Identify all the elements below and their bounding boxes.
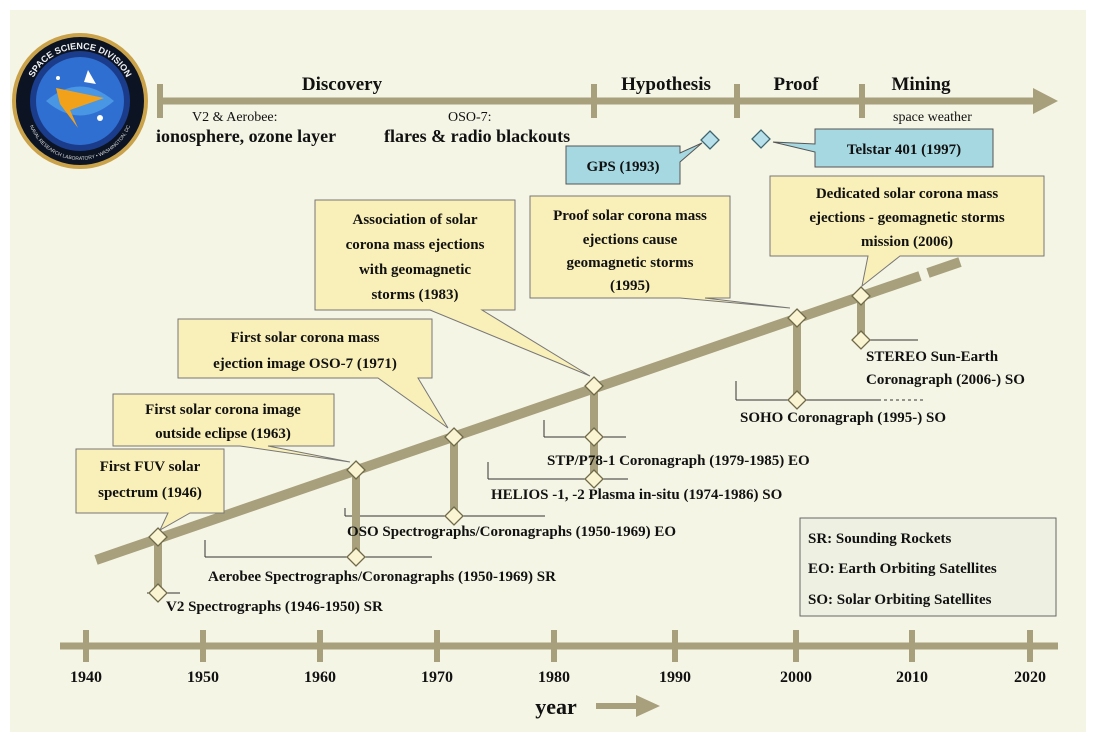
callout-1983-line3: with geomagnetic xyxy=(359,262,471,278)
callout-1995-line2: ejections cause xyxy=(583,232,678,248)
callout-2006-line3: mission (2006) xyxy=(861,234,953,250)
note-v2-aerobee: V2 & Aerobee: xyxy=(192,110,278,125)
milestone-diamonds xyxy=(148,286,871,603)
note-oso7: OSO-7: xyxy=(448,110,492,125)
tick-label-2010: 2010 xyxy=(896,669,928,686)
callout-1946: First FUV solar spectrum (1946) xyxy=(75,448,225,532)
callout-1946-line1: First FUV solar xyxy=(100,459,201,475)
phase-discovery: Discovery xyxy=(302,74,383,95)
phase-proof: Proof xyxy=(773,74,819,95)
progress-line xyxy=(94,271,922,565)
gps-label: GPS (1993) xyxy=(587,159,660,175)
diamond-1946 xyxy=(148,527,168,547)
phase-hypothesis: Hypothesis xyxy=(621,74,711,95)
diamond-1995 xyxy=(787,308,807,328)
diamond-aerobee xyxy=(346,547,366,567)
gps-application: GPS (1993) xyxy=(565,130,720,185)
callout-1971: First solar corona mass ejection image O… xyxy=(177,318,449,429)
mission-v2: V2 Spectrographs (1946-1950) SR xyxy=(166,599,383,615)
diamond-2006 xyxy=(851,286,871,306)
mission-oso: OSO Spectrographs/Coronagraphs (1950-196… xyxy=(347,524,676,540)
legend: SR: Sounding Rockets EO: Earth Orbiting … xyxy=(799,517,1057,617)
callout-1995-line4: (1995) xyxy=(610,278,650,294)
gps-box xyxy=(565,142,703,185)
legend-so: SO: Solar Orbiting Satellites xyxy=(808,592,992,608)
callout-1963: First solar corona image outside eclipse… xyxy=(112,393,351,463)
year-axis-label: year xyxy=(535,694,577,719)
gps-diamond xyxy=(700,130,720,150)
callout-2006-line1: Dedicated solar corona mass xyxy=(816,186,999,202)
callout-2006-line2: ejections - geomagnetic storms xyxy=(809,210,1005,226)
diamond-helios xyxy=(584,469,604,489)
tick-label-2020: 2020 xyxy=(1014,669,1046,686)
diamond-1983 xyxy=(584,376,604,396)
year-arrow-head xyxy=(636,695,660,717)
telstar-box xyxy=(772,128,994,168)
diamond-stp xyxy=(584,427,604,447)
note-ionosphere: ionosphere, ozone layer xyxy=(156,126,336,146)
diamond-soho xyxy=(787,390,807,410)
callout-1963-line1: First solar corona image xyxy=(145,402,301,418)
phase-arrow-head xyxy=(1033,88,1058,114)
tick-label-1950: 1950 xyxy=(187,669,219,686)
tick-label-1980: 1980 xyxy=(538,669,570,686)
legend-eo: EO: Earth Orbiting Satellites xyxy=(808,561,997,577)
tick-label-2000: 2000 xyxy=(780,669,812,686)
phase-mining: Mining xyxy=(891,74,951,95)
note-space-weather: space weather xyxy=(893,110,972,125)
telstar-application: Telstar 401 (1997) xyxy=(751,128,994,168)
note-flares: flares & radio blackouts xyxy=(384,126,570,146)
mission-helios: HELIOS -1, -2 Plasma in-situ (1974-1986)… xyxy=(491,487,782,503)
callout-1995-line1: Proof solar corona mass xyxy=(553,208,707,224)
tick-label-1990: 1990 xyxy=(659,669,691,686)
telstar-diamond xyxy=(751,129,771,149)
legend-box xyxy=(799,517,1057,617)
mission-soho: SOHO Coronagraph (1995-) SO xyxy=(740,410,946,426)
diamond-v2 xyxy=(148,583,168,603)
callout-1963-line2: outside eclipse (1963) xyxy=(155,426,291,442)
diamond-oso xyxy=(444,506,464,526)
callout-1983-line1: Association of solar xyxy=(353,212,478,228)
diamond-1963 xyxy=(346,460,366,480)
diamond-1971 xyxy=(444,427,464,447)
year-axis xyxy=(60,630,1058,662)
tick-label-1940: 1940 xyxy=(70,669,102,686)
callout-1995-line3: geomagnetic storms xyxy=(566,255,693,271)
progress-line-extension xyxy=(926,257,962,278)
callout-1971-line1: First solar corona mass xyxy=(230,330,379,346)
mission-stereo-line1: STEREO Sun-Earth xyxy=(866,349,999,365)
callout-1983-line4: storms (1983) xyxy=(371,287,458,303)
tick-label-1960: 1960 xyxy=(304,669,336,686)
callout-1971-line2: ejection image OSO-7 (1971) xyxy=(213,356,397,372)
phase-arrow xyxy=(157,84,1058,118)
mission-stp: STP/P78-1 Coronagraph (1979-1985) EO xyxy=(547,453,810,469)
callout-1946-line2: spectrum (1946) xyxy=(98,485,202,501)
callout-1983-line2: corona mass ejections xyxy=(346,237,485,253)
diamond-stereo xyxy=(851,330,871,350)
callout-1995: Proof solar corona mass ejections cause … xyxy=(529,195,791,309)
mission-aerobee: Aerobee Spectrographs/Coronagraphs (1950… xyxy=(208,569,556,585)
callout-1983: Association of solar corona mass ejectio… xyxy=(314,199,591,377)
mission-stereo-line2: Coronagraph (2006-) SO xyxy=(866,372,1025,388)
legend-sr: SR: Sounding Rockets xyxy=(808,531,952,547)
telstar-label: Telstar 401 (1997) xyxy=(847,142,961,158)
callout-2006: Dedicated solar corona mass ejections - … xyxy=(769,175,1045,288)
tick-label-1970: 1970 xyxy=(421,669,453,686)
space-science-division-logo: SPACE SCIENCE DIVISION NAVAL RESEARCH LA… xyxy=(12,33,148,169)
